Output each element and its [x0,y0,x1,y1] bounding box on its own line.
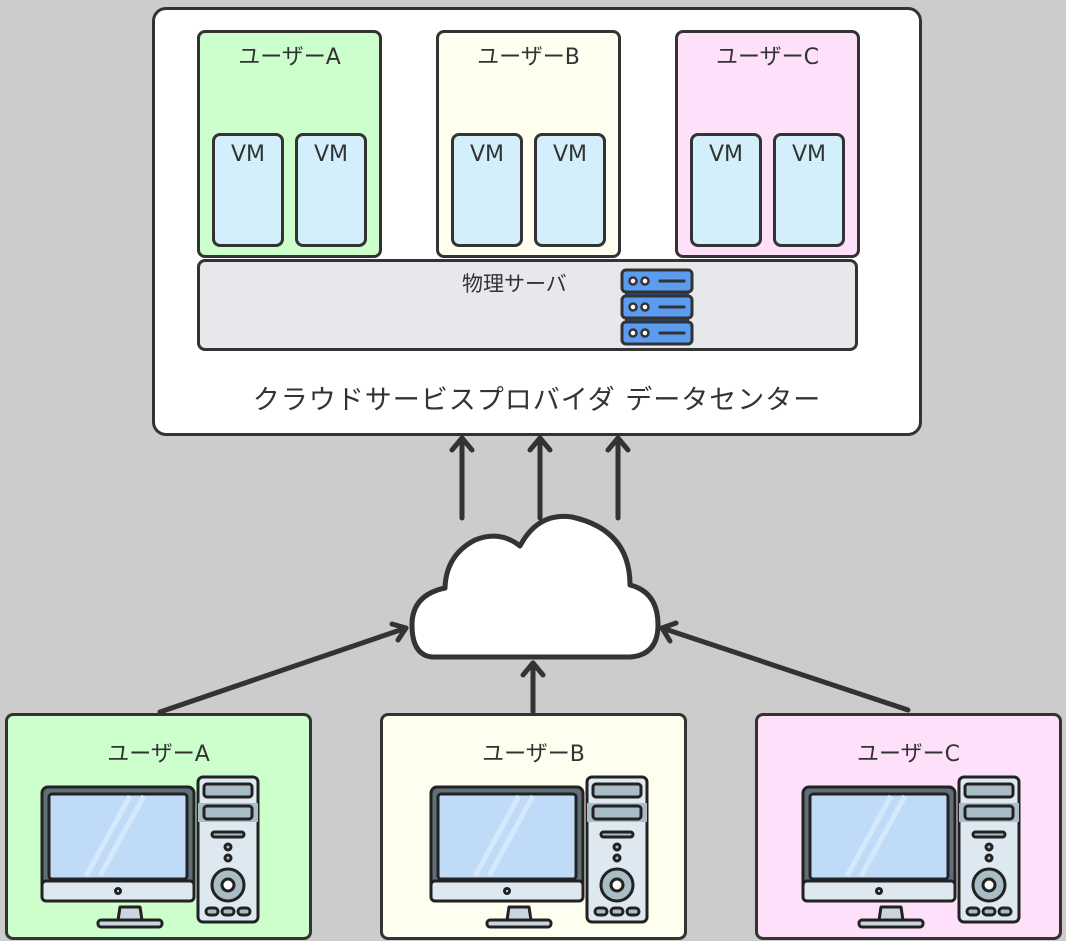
tenant-label: ユーザーA [238,45,341,70]
physical-server: 物理サーバ [197,259,858,351]
tenant-c: ユーザーC VM VM [675,30,860,258]
vm: VM [534,133,606,247]
tenant-b: ユーザーB VM VM [436,30,621,258]
vm: VM [690,133,762,247]
vm-label: VM [469,142,505,167]
tenant-label: ユーザーB [477,45,580,70]
arrow-up-2 [527,435,553,521]
client-label: ユーザーC [857,742,960,767]
client-b: ユーザーB [380,713,687,940]
client-label: ユーザーB [482,742,585,767]
client-label: ユーザーA [107,742,210,767]
vm-label: VM [552,142,588,167]
vm: VM [212,133,284,247]
desktop-pc-icon [429,775,649,929]
vm-label: VM [791,142,827,167]
datacenter-label: クラウドサービスプロバイダ データセンター [252,385,822,416]
desktop-pc-icon [40,775,260,929]
arrow-client-c [659,620,911,713]
client-a: ユーザーA [5,713,312,940]
vm-label: VM [313,142,349,167]
vm-label: VM [708,142,744,167]
vm: VM [773,133,845,247]
physical-server-label: 物理サーバ [462,272,567,296]
arrow-client-a [157,621,409,715]
cloud-icon [409,513,661,660]
desktop-pc-icon [801,775,1021,929]
tenant-a: ユーザーA VM VM [197,30,382,258]
arrow-up-1 [449,435,475,521]
arrow-up-3 [605,435,631,521]
vm-label: VM [230,142,266,167]
client-c: ユーザーC [755,713,1062,940]
server-rack-icon [620,268,694,346]
vm: VM [451,133,523,247]
arrow-client-b [520,660,546,715]
tenant-label: ユーザーC [716,45,819,70]
vm: VM [295,133,367,247]
